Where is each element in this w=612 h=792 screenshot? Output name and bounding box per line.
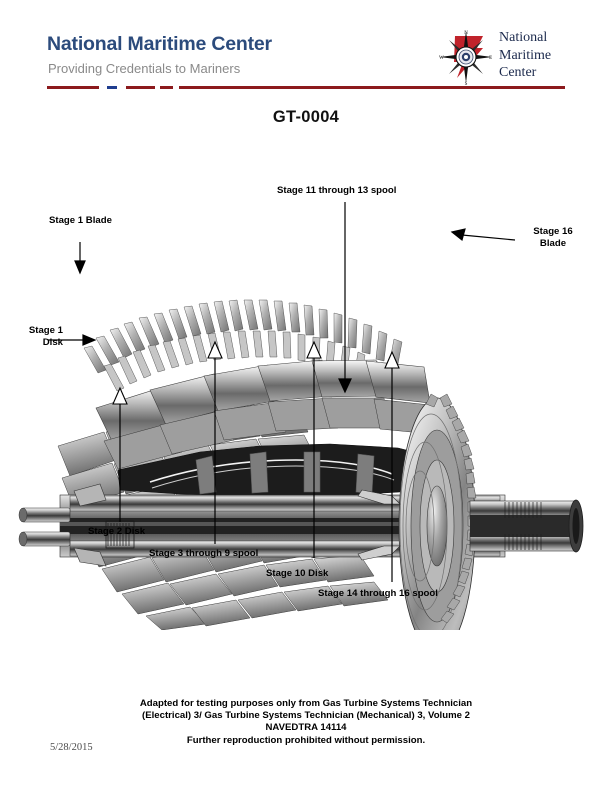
brand-subtitle: Providing Credentials to Mariners: [48, 61, 241, 76]
callout-stage-16-blade-line-1: Stage 16: [533, 226, 573, 237]
page-title: GT-0004: [272, 108, 340, 126]
svg-text:N: N: [464, 31, 468, 36]
callout-stage-11-through-13-spool: Stage 11 through 13 spool: [277, 185, 397, 196]
callout-stage-1-blade: Stage 1 Blade: [49, 215, 112, 226]
header-divider-gap-2: [117, 86, 126, 89]
footer-note-line-2: (Electrical) 3/ Gas Turbine Systems Tech…: [142, 710, 470, 722]
compass-rose-icon: N S E W: [437, 28, 495, 87]
callout-stage-1-disk-line-1: Stage 1: [28, 325, 63, 336]
footer-attribution: Adapted for testing purposes only from G…: [0, 698, 612, 747]
header-divider-red: [47, 86, 565, 89]
nmc-logo: N S E W National Maritime Center: [437, 28, 585, 88]
header-divider-gap-1: [99, 86, 107, 89]
nmc-logo-line-3: Center: [499, 65, 537, 80]
nmc-logo-line-2: Maritime: [499, 47, 552, 63]
nmc-logo-line-1: National: [499, 30, 548, 45]
turbine-rotor-illustration: [18, 202, 584, 630]
footer-note-line-1: Adapted for testing purposes only from G…: [139, 698, 473, 709]
callout-stage-16-blade: Stage 16 Blade: [522, 226, 584, 249]
footer-note-line-3: NAVEDTRA 14114: [265, 722, 347, 734]
header-divider-blue: [107, 85, 117, 89]
page-header: National Maritime Center Providing Crede…: [0, 0, 612, 95]
callout-stage-1-disk: Stage 1 Disk: [17, 325, 63, 348]
header-divider: [47, 85, 565, 89]
footer-date: 5/28/2015: [50, 742, 93, 753]
footer-note-line-4: Further reproduction prohibited without …: [186, 734, 426, 746]
svg-text:E: E: [489, 56, 492, 61]
callout-stage-2-disk: Stage 2 Disk: [88, 526, 146, 537]
svg-text:S: S: [465, 82, 468, 86]
nmc-logo-wordmark: National Maritime Center: [499, 29, 551, 82]
header-divider-gap-4: [173, 86, 179, 89]
brand-title: National Maritime Center: [47, 33, 272, 55]
callout-stage-14-through-16-spool: Stage 14 through 16 spool: [318, 588, 438, 599]
callout-stage-10-disk: Stage 10 Disk: [266, 568, 329, 579]
callout-stage-3-through-9-spool: Stage 3 through 9 spool: [149, 548, 259, 559]
turbine-rotor-figure: Stage 1 Blade Stage 1 Disk Stage 11 thro…: [0, 160, 612, 630]
header-divider-gap-3: [155, 86, 160, 89]
svg-text:W: W: [439, 56, 444, 61]
callout-stage-1-disk-line-2: Disk: [42, 336, 63, 348]
callout-stage-16-blade-line-2: Blade: [539, 237, 567, 249]
